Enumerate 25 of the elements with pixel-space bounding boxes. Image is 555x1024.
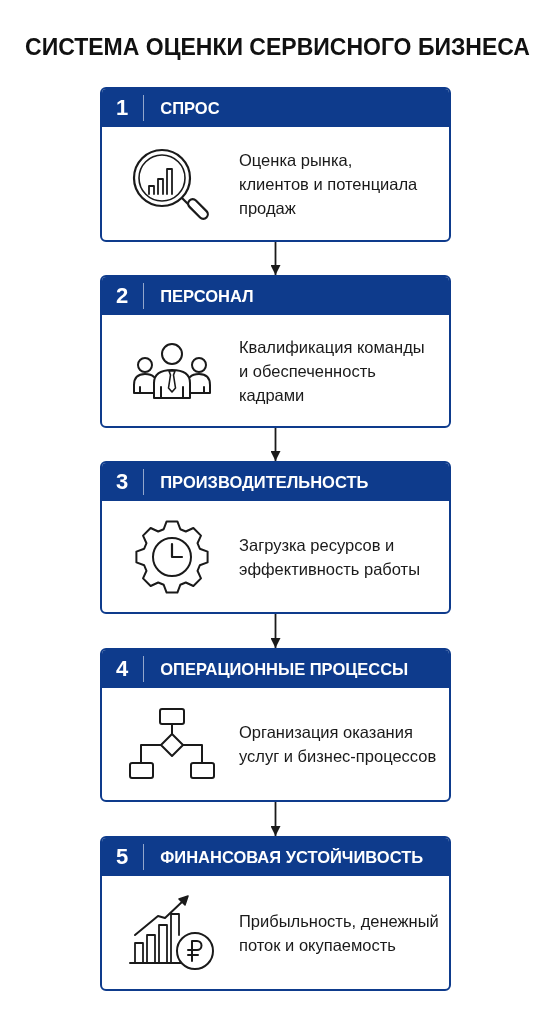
step-heading: СПРОС bbox=[160, 98, 220, 119]
step-number: 1 bbox=[116, 95, 129, 121]
diagram-title: СИСТЕМА ОЦЕНКИ СЕРВИСНОГО БИЗНЕСА bbox=[25, 33, 530, 61]
arrow bbox=[270, 801, 281, 837]
step-number: 5 bbox=[116, 844, 129, 870]
step-heading: ПЕРСОНАЛ bbox=[160, 286, 254, 307]
step-number: 4 bbox=[116, 656, 129, 682]
step-number: 3 bbox=[116, 469, 129, 495]
step-card bbox=[100, 836, 451, 991]
step-description: Квалификация команды и обеспеченность кадрами bbox=[239, 336, 426, 406]
step-description: Оценка рынка, клиентов и потенциала продаж bbox=[239, 149, 419, 219]
step-card bbox=[100, 461, 451, 614]
arrow bbox=[270, 241, 281, 276]
step-heading: ОПЕРАЦИОННЫЕ ПРОЦЕССЫ bbox=[160, 659, 409, 680]
step-description: Прибыльность, денежный поток и окупаемость bbox=[239, 910, 440, 956]
step-description: Загрузка ресурсов и эффективность работы bbox=[239, 534, 421, 580]
arrow bbox=[270, 427, 281, 462]
arrow bbox=[270, 613, 281, 649]
step-card bbox=[100, 87, 451, 242]
step-card bbox=[100, 648, 451, 802]
step-number: 2 bbox=[116, 283, 129, 309]
step-card bbox=[100, 275, 451, 428]
step-heading: ФИНАНСОВАЯ УСТОЙЧИВОСТЬ bbox=[160, 847, 424, 868]
step-heading: ПРОИЗВОДИТЕЛЬНОСТЬ bbox=[160, 472, 369, 493]
step-description: Организация оказания услуг и бизнес-процессов bbox=[239, 722, 438, 767]
